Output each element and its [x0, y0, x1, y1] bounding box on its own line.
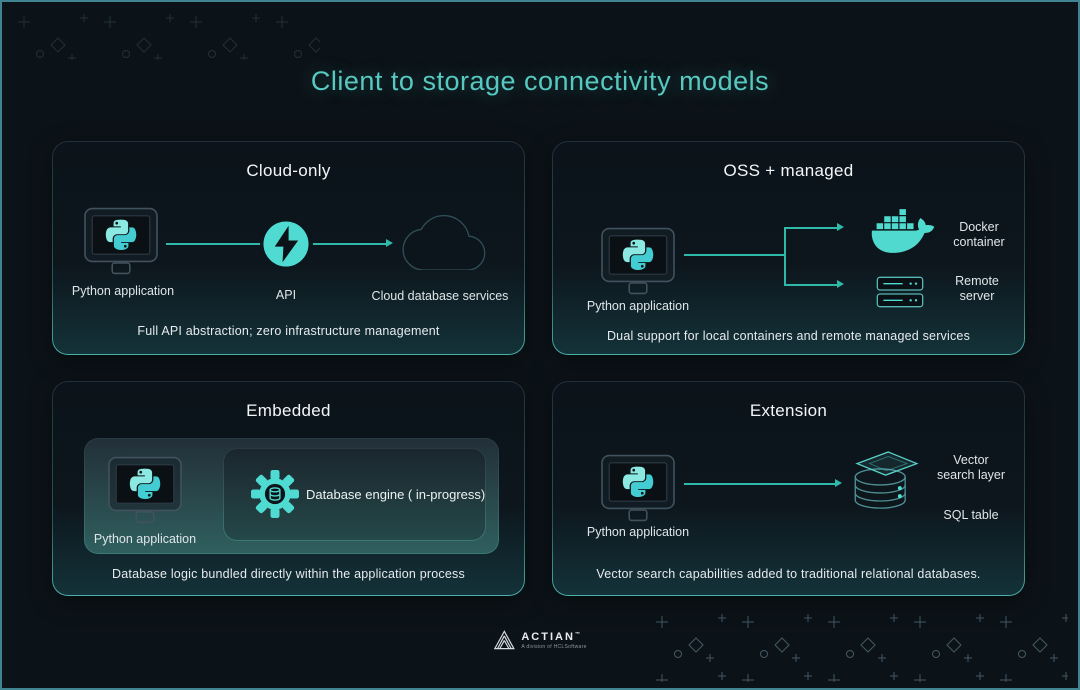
python-application-icon — [598, 226, 678, 300]
node-label-engine: Database engine ( in-progress) — [306, 487, 486, 502]
connector-line — [684, 254, 785, 256]
python-application-icon — [105, 455, 185, 529]
node-label-api: API — [275, 288, 297, 302]
panel-title: Embedded — [246, 401, 331, 420]
trademark-mark: ™ — [574, 630, 580, 637]
server-icon — [876, 273, 924, 311]
arrowhead-icon — [386, 239, 393, 247]
decorative-pattern-bottom-right — [648, 608, 1068, 682]
node-label-server: Remote server — [955, 274, 999, 303]
python-application-icon — [81, 206, 161, 280]
panel-title: Extension — [749, 401, 828, 420]
actian-logo-icon — [493, 630, 515, 650]
panel-caption: Vector search capabilities added to trad… — [596, 567, 981, 581]
node-label-sql: SQL table — [943, 508, 999, 522]
panel-title: Cloud-only — [246, 161, 331, 180]
panel-embedded: Embedded Python application Database eng… — [52, 381, 525, 596]
panel-oss-managed: OSS + managed Python application Docker … — [552, 141, 1025, 355]
node-label-python: Python application — [71, 284, 175, 298]
connector-line — [784, 284, 838, 286]
connector-line — [684, 483, 836, 485]
node-label-cloud: Cloud database services — [371, 289, 509, 303]
cloud-icon — [394, 202, 494, 270]
arrowhead-icon — [837, 280, 844, 288]
connector-line — [784, 228, 786, 285]
panel-title: OSS + managed — [723, 161, 854, 180]
python-application-icon — [598, 453, 678, 527]
node-label-python: Python application — [586, 299, 690, 313]
node-label-python: Python application — [586, 525, 690, 539]
vector-database-icon — [841, 444, 923, 517]
arrowhead-icon — [835, 479, 842, 487]
docker-icon — [871, 206, 935, 256]
node-label-python: Python application — [93, 532, 197, 546]
node-label-docker: Docker container — [953, 220, 1005, 249]
panel-caption: Full API abstraction; zero infrastructur… — [137, 324, 440, 338]
api-icon — [260, 218, 312, 270]
panel-cloud-only: Cloud-only Python application API Cloud … — [52, 141, 525, 355]
connector-line — [784, 227, 838, 229]
decorative-pattern-top-left — [10, 8, 320, 60]
panel-caption: Database logic bundled directly within t… — [112, 567, 465, 581]
connector-line — [166, 243, 260, 245]
page-title: Client to storage connectivity models — [310, 66, 770, 96]
node-label-vector: Vector search layer — [936, 453, 1006, 482]
footer-brand: ACTIAN™ A division of HCLSoftware — [493, 630, 586, 650]
gear-database-icon — [251, 470, 299, 518]
connector-line — [313, 243, 387, 245]
arrowhead-icon — [837, 223, 844, 231]
panel-caption: Dual support for local containers and re… — [606, 329, 971, 343]
panel-extension: Extension Python application Vector sear… — [552, 381, 1025, 596]
brand-tagline: A division of HCLSoftware — [521, 643, 587, 650]
brand-name: ACTIAN™ — [521, 630, 580, 643]
